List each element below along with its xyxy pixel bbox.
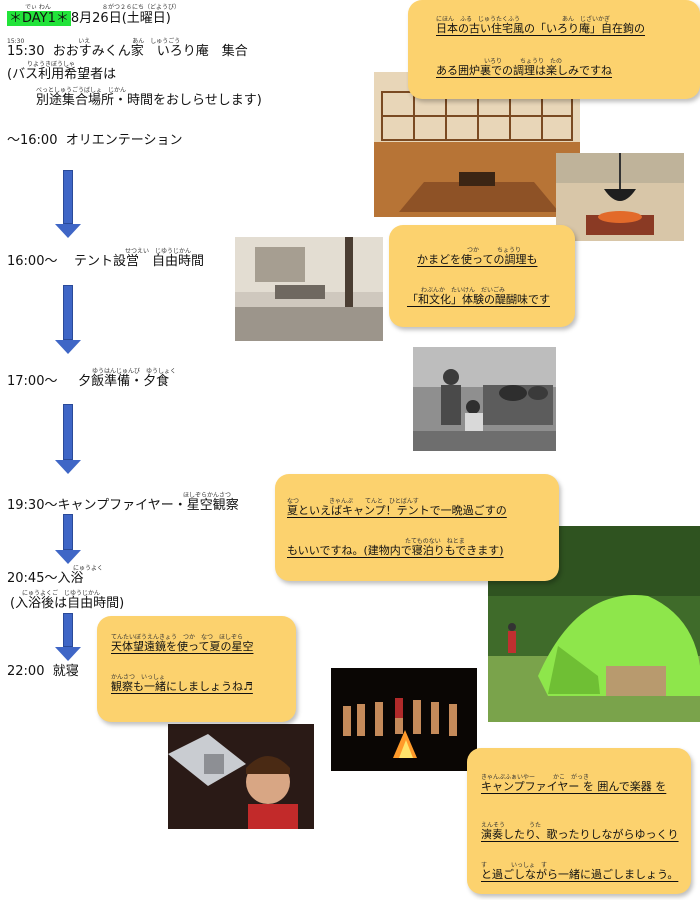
callout-ruby: いろり ちょうり たの	[484, 58, 563, 65]
arrow-down	[55, 170, 81, 240]
callout-text: 天体望遠鏡を使って夏の星空	[111, 640, 254, 653]
schedule-item-8: にゅうよく 20:45～入浴	[7, 564, 103, 586]
arrow-down	[55, 613, 81, 661]
schedule-time: 22:00	[7, 664, 45, 679]
arrow-down	[55, 285, 81, 355]
schedule-text: おおすみくん家 いろり庵 集合	[52, 44, 248, 59]
callout-ruby: す いっしょ す	[481, 862, 548, 869]
schedule-item-2: りようきぼうしゃ (バス利用希望者は	[7, 60, 116, 82]
callout-ruby: えんそう うた	[481, 822, 542, 829]
callout-ruby: きゃんぷふぁいやー かこ がっき	[481, 774, 590, 781]
schedule-ruby: 15:30 いえ あん しゅうごう	[7, 38, 181, 45]
schedule-text: オリエンテーション	[65, 133, 183, 148]
schedule-item-1: 15:30 いえ あん しゅうごう 15:30 おおすみくん家 いろり庵 集合	[7, 37, 248, 59]
schedule-ruby: りようきぼうしゃ	[9, 61, 76, 68]
arrow-down	[55, 404, 81, 474]
schedule-item-3: べっとしゅうごうばしょ じかん 別途集合場所・時間をおしらせします)	[36, 86, 262, 108]
schedule-item-7: ほしぞらかんさつ 19:30～キャンプファイヤー・星空観察	[7, 491, 239, 513]
schedule-text: 夕飯準備・夕食	[78, 374, 170, 389]
schedule-time: 17:00～	[7, 374, 58, 389]
schedule-ruby: にゅうよくご じゆうじかん	[22, 590, 101, 597]
callout-text: 観察も一緒にしましょうね♬	[111, 680, 253, 693]
star-callout: てんたいぼうえんきょう つか なつ ほしぞら 天体望遠鏡を使って夏の星空 かんさ…	[97, 616, 296, 722]
schedule-time: 15:30	[7, 44, 45, 59]
campfire-photo	[331, 668, 477, 771]
schedule-time: 19:30～	[7, 498, 58, 513]
schedule-time: ～16:00	[7, 133, 58, 148]
callout-ruby: なつ きゃんぷ てんと ひとばんす	[287, 498, 419, 505]
callout-text: かまどを使っての調理も	[417, 253, 538, 266]
schedule-text: 入浴	[57, 571, 84, 586]
day-label: ＊DAY1＊	[7, 11, 71, 26]
schedule-ruby: ゆうはんじゅんび ゆうしょく	[92, 368, 177, 375]
schedule-ruby: せつえい じゆうじかん	[125, 248, 192, 255]
callout-ruby: にほん ふる じゅうたくふう あん じざいかぎ	[436, 16, 611, 23]
schedule-item-9: にゅうよくご じゆうじかん (入浴後は自由時間)	[10, 589, 124, 611]
schedule-item-5: せつえい じゆうじかん 16:00～ テント設営 自由時間	[7, 247, 204, 269]
day-ruby: でぃ わん	[25, 4, 51, 11]
date-text: 8月26日(土曜日)	[70, 11, 171, 26]
callout-ruby: たてものない ねとま	[405, 538, 465, 545]
callout-text: ある囲炉裏での調理は楽しみですね	[436, 64, 612, 77]
callout-ruby: かんさつ いっしょ	[111, 674, 166, 681]
schedule-text: 就寝	[52, 664, 79, 679]
schedule-ruby: べっとしゅうごうばしょ じかん	[36, 87, 127, 94]
schedule-item-10: 22:00 就寝	[7, 664, 79, 680]
schedule-text: テント設営 自由時間	[74, 254, 205, 269]
schedule-ruby: ほしぞらかんさつ	[183, 492, 232, 499]
schedule-ruby: にゅうよく	[73, 565, 104, 572]
kamado-photo	[413, 347, 556, 451]
callout-ruby: つか ちょうり	[467, 247, 522, 254]
campfire-callout: きゃんぷふぁいやー かこ がっき キャンプファイヤー を 囲んで楽器 を えんそ…	[467, 748, 691, 894]
callout-ruby: てんたいぼうえんきょう つか なつ ほしぞら	[111, 634, 244, 641]
schedule-text: (入浴後は自由時間)	[10, 596, 125, 611]
callout-ruby: わぶんか たいけん だいごみ	[421, 287, 506, 294]
schedule-time: 20:45～	[7, 571, 58, 586]
schedule-item-4: ～16:00 オリエンテーション	[7, 133, 182, 149]
camp-callout: なつ きゃんぷ てんと ひとばんす 夏といえばキャンプ！テントで一晩過ごすの た…	[275, 474, 559, 581]
irori-callout: にほん ふる じゅうたくふう あん じざいかぎ 日本の古い住宅風の「いろり庵」自…	[408, 0, 700, 99]
date-ruby: ８がつ２６にち（どようび）	[102, 4, 181, 11]
old-kitchen-photo	[235, 237, 383, 341]
callout-text: もいいですね。(建物内で寝泊りもできます)	[287, 544, 504, 557]
irori-room-photo	[374, 72, 580, 217]
arrow-down	[55, 514, 81, 564]
callout-text: 「和文化」体験の醍醐味です	[407, 293, 550, 306]
callout-text: キャンプファイヤー を 囲んで楽器 を	[481, 780, 667, 793]
callout-text: 演奏したり、歌ったりしながらゆっくり	[481, 828, 679, 841]
schedule-time: 16:00～	[7, 254, 58, 269]
schedule-text: (バス利用希望者は	[7, 67, 117, 82]
day-header: でぃ わん ８がつ２６にち（どようび） ＊DAY1＊8月26日(土曜日)	[7, 3, 180, 26]
schedule-text: 別途集合場所・時間をおしらせします)	[36, 93, 262, 108]
schedule-item-6: ゆうはんじゅんび ゆうしょく 17:00～ 夕飯準備・夕食	[7, 367, 176, 389]
callout-text: 日本の古い住宅風の「いろり庵」自在鉤の	[436, 22, 645, 35]
hearth-photo	[556, 153, 684, 241]
callout-text: と過ごしながら一緒に過ごしましょう。	[481, 868, 679, 881]
telescope-photo	[168, 724, 314, 829]
callout-text: 夏といえばキャンプ！テントで一晩過ごすの	[287, 504, 507, 517]
schedule-text: キャンプファイヤー・星空観察	[57, 498, 239, 513]
kamado-callout: つか ちょうり かまどを使っての調理も わぶんか たいけん だいごみ 「和文化」…	[389, 225, 575, 327]
